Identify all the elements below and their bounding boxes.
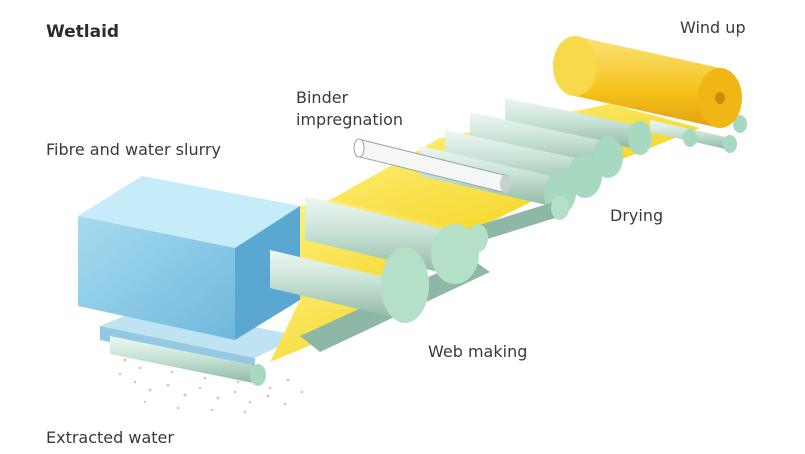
binder-bar [353,138,510,193]
windup-roll [553,36,742,128]
web-making-rollers [110,196,479,386]
press-roller [270,247,429,323]
transfer-rollers [468,196,569,252]
front-roller [110,336,266,386]
label-fibre-slurry: Fibre and water slurry [46,140,221,159]
label-drying: Drying [610,206,664,225]
label-impregnation: impregnation [296,110,404,129]
windup-support-rollers [650,115,747,153]
label-binder: Binder [296,88,349,107]
label-wind-up: Wind up [680,18,746,37]
diagram-title: Wetlaid [46,22,120,42]
drying-rollers [420,98,652,214]
label-extracted-water: Extracted water [46,428,174,447]
label-web-making: Web making [428,342,528,361]
slurry-headbox [78,176,300,340]
